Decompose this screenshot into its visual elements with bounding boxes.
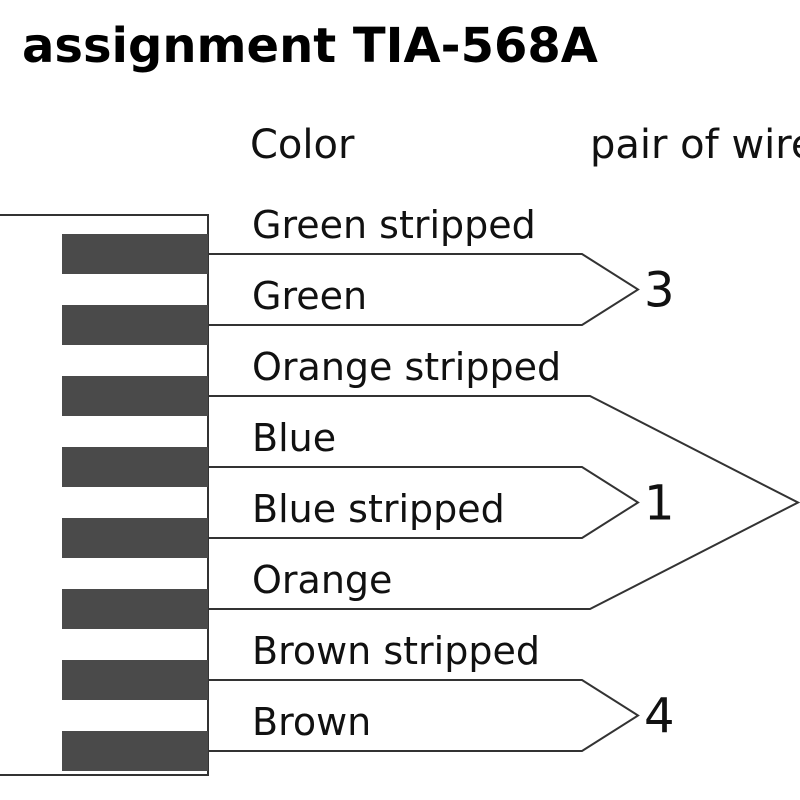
pair-connector-1 xyxy=(208,466,640,539)
pin-1 xyxy=(62,234,208,274)
pair-header: pair of wires xyxy=(590,122,800,168)
pin-3 xyxy=(62,376,208,416)
pair-connector-3 xyxy=(208,253,640,326)
pin-8 xyxy=(62,731,208,771)
pair-connector-orange xyxy=(208,395,800,610)
wire-label-2: Green xyxy=(252,274,367,318)
pair-number-3: 3 xyxy=(644,263,675,319)
pin-7 xyxy=(62,660,208,700)
pin-6 xyxy=(62,589,208,629)
wire-label-1: Green stripped xyxy=(252,203,536,247)
wire-label-5: Blue stripped xyxy=(252,487,505,531)
pin-4 xyxy=(62,447,208,487)
wire-label-8: Brown xyxy=(252,700,371,744)
pair-number-1: 1 xyxy=(644,476,675,532)
pair-connector-4 xyxy=(208,679,640,752)
pair-number-4: 4 xyxy=(644,689,675,745)
color-header: Color xyxy=(250,122,355,168)
wire-label-6: Orange xyxy=(252,558,392,602)
pin-2 xyxy=(62,305,208,345)
wire-label-3: Orange stripped xyxy=(252,345,561,389)
wire-label-4: Blue xyxy=(252,416,336,460)
pin-5 xyxy=(62,518,208,558)
wire-label-7: Brown stripped xyxy=(252,629,540,673)
diagram-title: assignment TIA-568A xyxy=(22,18,598,74)
